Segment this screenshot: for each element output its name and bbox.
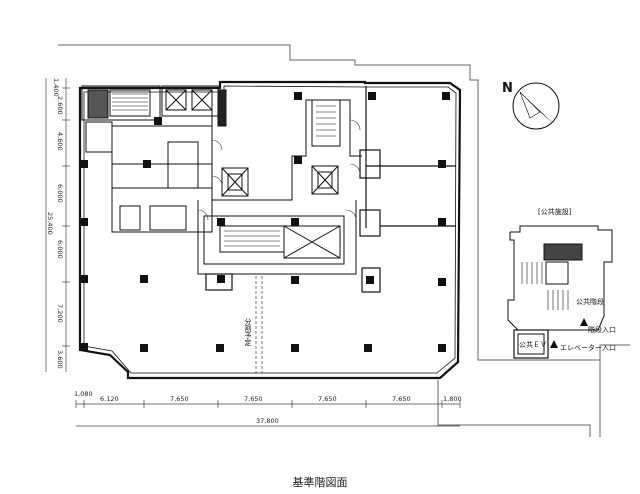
drawing-caption: 基準階図面 (292, 476, 348, 489)
svg-text:1,800: 1,800 (443, 395, 462, 403)
elevator-entrance-label: エレベーター入口 (560, 343, 616, 352)
svg-text:6,000: 6,000 (56, 240, 64, 259)
entrance-arrows (550, 318, 588, 348)
svg-text:2,600: 2,600 (56, 96, 64, 115)
building-outline (78, 80, 462, 380)
svg-text:3,600: 3,600 (56, 350, 64, 369)
svg-text:6,120: 6,120 (100, 395, 119, 403)
svg-text:7,650: 7,650 (170, 395, 189, 403)
svg-text:7,200: 7,200 (56, 304, 64, 323)
door-swings (197, 119, 361, 221)
horizontal-dimension-labels: 1,080 6,120 7,650 7,650 7,650 7,650 1,80… (74, 390, 462, 425)
svg-text:7,650: 7,650 (244, 395, 263, 403)
svg-text:25,400: 25,400 (46, 212, 54, 235)
svg-text:7,650: 7,650 (318, 395, 337, 403)
central-core (197, 92, 362, 275)
site-boundary (58, 44, 630, 437)
partition-label: 分割予定 (244, 317, 252, 347)
north-arrow: N (502, 81, 560, 130)
public-ev-label: 公共ＥＶ (519, 340, 547, 349)
planned-partition-line (255, 276, 263, 376)
vertical-dimension-labels: 1,400 2,600 4,600 6,000 6,000 7,200 3,60… (46, 78, 64, 369)
svg-text:37,800: 37,800 (256, 417, 279, 425)
columns (80, 92, 450, 352)
vertical-dimension (45, 78, 70, 372)
horizontal-dimension (75, 400, 461, 427)
svg-text:4,600: 4,600 (56, 132, 64, 151)
svg-text:6,000: 6,000 (56, 184, 64, 203)
north-label: N (502, 81, 513, 96)
stairs-entrance-label: 階段入口 (588, 325, 616, 334)
svg-text:1,400: 1,400 (52, 78, 60, 97)
svg-text:7,650: 7,650 (392, 395, 411, 403)
service-core-west (81, 85, 249, 233)
public-facility-annex (507, 225, 613, 359)
public-stairs-label: 公共階段 (576, 297, 604, 306)
svg-text:1,080: 1,080 (74, 390, 93, 398)
east-partitions (205, 86, 456, 293)
public-facility-title: [公共施設] (538, 207, 572, 216)
